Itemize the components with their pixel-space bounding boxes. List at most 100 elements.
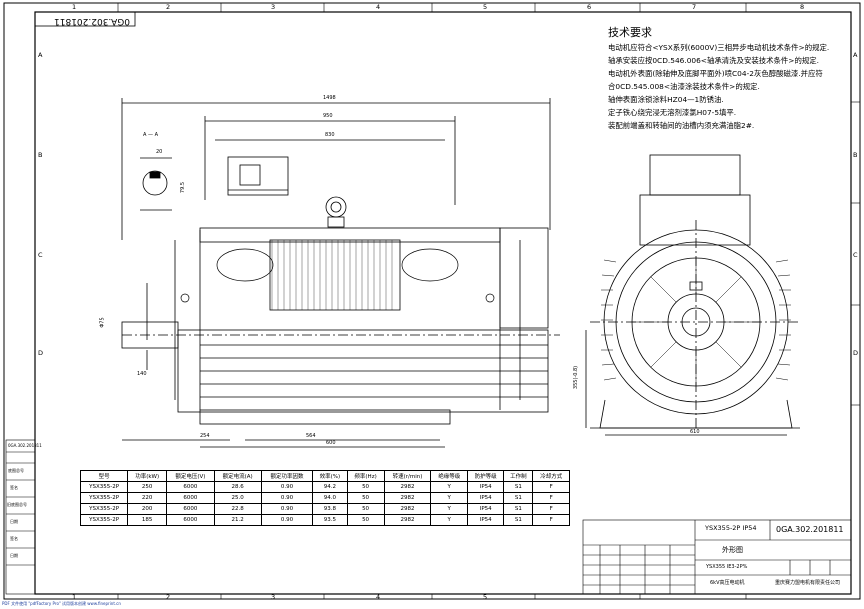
column-header: 工作制 [503, 470, 534, 482]
table-header-row: 型号 功率(kW) 额定电压(V) 额定电流(A) 额定功率因数 效率(%) 频… [79, 470, 570, 482]
left-record-block [5, 439, 36, 595]
table-cell: IP54 [466, 503, 505, 515]
zone-letter-a: A [38, 51, 43, 59]
table-cell: 0.90 [260, 514, 314, 526]
table-cell: S1 [503, 503, 534, 515]
zone-number-3-bottom: 3 [271, 593, 276, 601]
dim-shaft-dia: Φ75 [99, 317, 106, 328]
left-block-label: 底图总号 [8, 468, 24, 473]
table-cell: 2982 [383, 481, 432, 493]
column-header: 型号 [79, 470, 129, 482]
motor-side-view [121, 98, 560, 448]
dim-600: 600 [326, 440, 336, 446]
zone-letter-d: D [38, 349, 44, 357]
table-cell: 50 [346, 514, 385, 526]
table-cell: 0.90 [260, 492, 314, 504]
key-section-detail [140, 157, 172, 211]
title-drawing-name: 外形图 [722, 546, 743, 554]
table-cell: 28.6 [213, 481, 262, 493]
tech-requirement-line: 合0CD.545.008<油漆涂装技术条件>的规定. [608, 82, 760, 91]
zone-number-2-bottom: 2 [166, 593, 171, 601]
tech-requirement-line: 定子铁心绕完浸无溶剂漆氯H07-5填平. [608, 108, 737, 117]
tech-requirements-title: 技术要求 [608, 26, 652, 39]
table-cell: S1 [503, 481, 534, 493]
table-cell: 22.8 [213, 503, 262, 515]
table-cell: 94.2 [312, 481, 348, 493]
inner-frame [34, 11, 852, 595]
dim-564: 564 [306, 433, 316, 439]
table-cell: F [532, 481, 570, 493]
column-header: 额定电压(V) [166, 470, 215, 482]
table-cell: Y [430, 492, 468, 504]
zone-letter-b: B [38, 151, 43, 159]
table-cell: 21.2 [213, 514, 262, 526]
table-row: YSX355-2P 250 6000 28.6 0.90 94.2 50 298… [79, 481, 570, 493]
table-cell: F [532, 492, 570, 504]
table-cell: 0.90 [260, 481, 314, 493]
left-block-code: 0GA.302.201811 [8, 443, 42, 448]
zone-number-4: 4 [376, 3, 381, 11]
table-cell: 0.90 [260, 503, 314, 515]
dim-center-height: 355(-0.8) [573, 365, 580, 390]
zone-number-6: 6 [587, 3, 592, 11]
dim-610: 610 [690, 429, 700, 435]
table-cell: S1 [503, 514, 534, 526]
column-header: 转速(r/min) [383, 470, 432, 482]
table-cell: 6000 [166, 503, 215, 515]
table-cell: 6000 [166, 481, 215, 493]
table-cell: F [532, 503, 570, 515]
left-block-label: 日期 [10, 519, 18, 524]
tech-requirement-line: 装配前端盖和转轴间的油槽内须充满油脂2#. [608, 121, 755, 130]
left-block-label: 签名 [10, 536, 18, 541]
zone-letter-b-right: B [853, 151, 858, 159]
tech-requirement-line: 电动机应符合<YSX系列(6000V)三相异步电动机技术条件>的规定. [608, 43, 830, 52]
column-header: 频率(Hz) [346, 470, 385, 482]
table-cell: S1 [503, 492, 534, 504]
pdf-footer: PDF 文件使用 "pdfFactory Pro" 试用版本创建 www.fin… [2, 601, 121, 606]
dim-254: 254 [200, 433, 210, 439]
cooling-fins [601, 259, 791, 381]
rating-table: 型号 功率(kW) 额定电压(V) 额定电流(A) 额定功率因数 效率(%) 频… [79, 470, 570, 526]
company-name: 重庆赛力盟电机有限责任公司 [775, 580, 841, 586]
title-subtitle: 6kV高压电动机 [710, 580, 745, 586]
tech-requirement-line: 电动机外表面(除轴伸及底脚平面外)喷C04-2灰色醇酸磁漆.并应符 [608, 69, 823, 78]
left-block-label: 签名 [10, 485, 18, 490]
column-header: 额定功率因数 [260, 470, 314, 482]
zone-number-5: 5 [483, 3, 488, 11]
section-label: A — A [143, 132, 159, 138]
table-cell: IP54 [466, 492, 505, 504]
table-cell: 93.5 [312, 514, 348, 526]
zone-number-8: 8 [800, 3, 805, 11]
zone-letter-c: C [38, 251, 43, 259]
zone-letter-d-right: D [853, 349, 859, 357]
table-cell: YSX355-2P [79, 492, 129, 504]
column-header: 防护等级 [466, 470, 505, 482]
table-cell: 50 [346, 492, 385, 504]
dim-shaft-length: 140 [137, 371, 147, 377]
dim-key-width: 20 [156, 149, 163, 155]
table-cell: Y [430, 503, 468, 515]
table-cell: IP54 [466, 514, 505, 526]
column-header: 额定电流(A) [213, 470, 262, 482]
dim-950: 950 [323, 113, 333, 119]
table-cell: Y [430, 514, 468, 526]
dim-overall-length: 1498 [323, 95, 336, 101]
zone-number-3: 3 [271, 3, 276, 11]
table-cell: 50 [346, 503, 385, 515]
table-cell: 2982 [383, 514, 432, 526]
tech-requirement-line: 轴伸表面涂锁涂料HZ04—1防锈油. [608, 95, 724, 104]
table-cell: 2982 [383, 503, 432, 515]
column-header: 效率(%) [312, 470, 348, 482]
dim-830: 830 [325, 132, 335, 138]
table-cell: 6000 [166, 492, 215, 504]
table-cell: 25.0 [213, 492, 262, 504]
motor-end-view [585, 154, 800, 436]
table-cell: YSX355-2P [79, 481, 129, 493]
header-drawing-code: 0GA.302.201811 [54, 16, 130, 26]
title-model: YSX355-2P IP54 [705, 524, 757, 532]
zone-number-2: 2 [166, 3, 171, 11]
zone-letter-a-right: A [853, 51, 858, 59]
left-block-label: 日期 [10, 553, 18, 558]
title-block [582, 519, 852, 595]
